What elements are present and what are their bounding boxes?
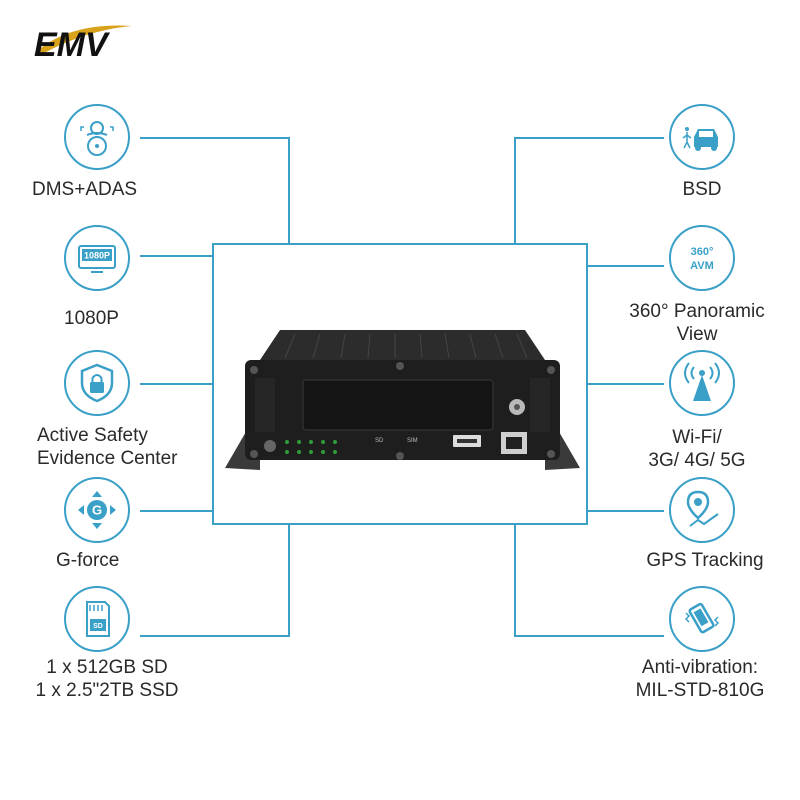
feature-label-1080p: 1080P — [64, 308, 119, 329]
feature-label-wireless: Wi-Fi/ 3G/ 4G/ 5G — [648, 427, 746, 471]
anti-vibration-badge — [669, 586, 735, 652]
resolution-badge: 1080P — [64, 225, 130, 291]
g-force-badge: G — [64, 477, 130, 543]
feature-label-g-force: G-force — [56, 550, 120, 571]
connector-left-top-v — [288, 137, 290, 244]
connector-right-bottom-v — [514, 524, 516, 637]
svg-text:1080P: 1080P — [84, 251, 110, 261]
avm-360-icon: 360° AVM — [690, 246, 714, 272]
active-safety-badge — [64, 350, 130, 416]
shield-lock-icon — [80, 363, 114, 403]
svg-text:SIM: SIM — [407, 438, 418, 444]
vibrating-phone-icon — [684, 602, 720, 634]
feature-label-dms-adas: DMS+ADAS — [32, 179, 138, 200]
connector-right-top-h — [514, 137, 664, 139]
feature-label-storage: 1 x 512GB SD 1 x 2.5"2TB SSD — [35, 657, 179, 701]
g-force-icon: G — [78, 491, 116, 529]
feature-label-active-safety: Active Safety Evidence Center — [37, 425, 178, 469]
feature-label-anti-vibration: Anti-vibration: MIL-STD-810G — [635, 657, 765, 701]
connector-left-top-h — [140, 137, 290, 139]
svg-text:360°: 360° — [691, 246, 714, 258]
avm-badge: 360° AVM — [669, 225, 735, 291]
resolution-1080p-icon: 1080P — [78, 245, 116, 273]
connector-right-bottom-h — [514, 635, 664, 637]
connector-right-top-v — [514, 137, 516, 244]
connector-right-2 — [587, 265, 664, 267]
connector-left-bottom-v — [288, 524, 290, 637]
connector-left-bottom-h — [140, 635, 290, 637]
driver-monitor-icon — [80, 121, 114, 156]
gps-badge — [669, 477, 735, 543]
blind-spot-car-icon — [682, 127, 718, 151]
svg-text:SD: SD — [93, 623, 103, 630]
connector-right-3 — [587, 383, 664, 385]
svg-text:SD: SD — [375, 438, 384, 444]
connector-right-4 — [587, 510, 664, 512]
sd-card-icon: SD — [86, 601, 110, 637]
feature-label-bsd: BSD — [682, 179, 722, 200]
dms-adas-badge — [64, 104, 130, 170]
connector-left-4 — [140, 510, 213, 512]
gps-pin-icon — [686, 490, 719, 527]
mobile-dvr-device-icon: SD SIM — [225, 320, 580, 480]
emv-logo: EMV — [28, 18, 138, 64]
wireless-tower-icon — [684, 362, 720, 401]
bsd-badge — [669, 104, 735, 170]
wireless-badge — [669, 350, 735, 416]
connector-left-2 — [140, 255, 213, 257]
svg-text:G: G — [92, 503, 102, 518]
storage-badge: SD — [64, 586, 130, 652]
feature-label-avm: 360° Panoramic View — [629, 301, 765, 345]
logo-text: EMV — [34, 26, 111, 64]
connector-left-3 — [140, 383, 213, 385]
svg-text:AVM: AVM — [690, 260, 714, 272]
feature-label-gps: GPS Tracking — [646, 550, 764, 571]
logo-graphic: EMV — [34, 25, 132, 64]
